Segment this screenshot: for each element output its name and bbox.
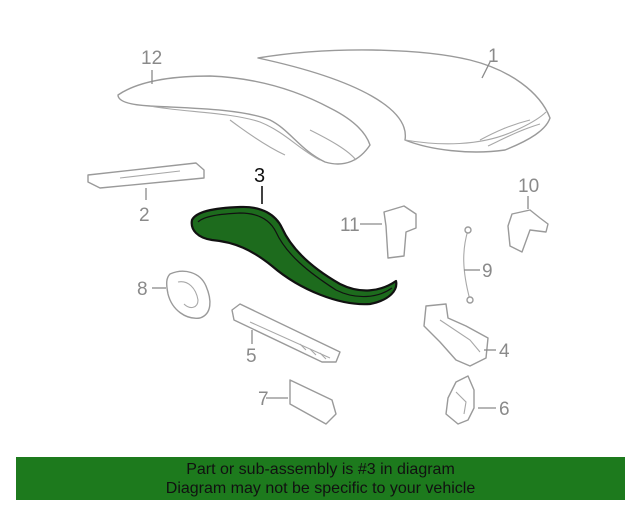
callout-4: 4 — [499, 341, 510, 362]
part-8-handle[interactable] — [165, 270, 211, 319]
part-2-bracket[interactable] — [87, 162, 205, 189]
callout-10: 10 — [518, 176, 539, 197]
callout-5: 5 — [246, 346, 257, 367]
callout-6: 6 — [499, 399, 510, 420]
part-9-cable[interactable] — [463, 226, 474, 304]
callout-2: 2 — [139, 205, 150, 226]
callout-8: 8 — [137, 279, 148, 300]
part-1-trunk-lid[interactable] — [257, 49, 551, 153]
callout-7: 7 — [258, 389, 269, 410]
part-5-trim-panel[interactable] — [231, 303, 341, 363]
banner-line-1: Part or sub-assembly is #3 in diagram — [186, 460, 455, 478]
part-4-latch[interactable] — [423, 303, 489, 367]
callout-9: 9 — [482, 261, 493, 282]
part-11-bracket[interactable] — [383, 205, 417, 259]
part-3-weatherstrip[interactable] — [190, 205, 398, 306]
callout-3: 3 — [254, 165, 265, 187]
parts-diagram: 1 12 2 3 10 11 9 8 — [87, 46, 551, 425]
part-7-pad[interactable] — [289, 379, 337, 425]
part-10-bracket[interactable] — [507, 209, 549, 253]
callout-12: 12 — [141, 48, 162, 69]
part-12-lid-inner-panel[interactable] — [117, 75, 371, 165]
banner-line-2: Diagram may not be specific to your vehi… — [165, 479, 476, 497]
part-6-striker[interactable] — [445, 375, 475, 425]
callout-1: 1 — [488, 46, 499, 67]
part-info-banner: Part or sub-assembly is #3 in diagram Di… — [16, 457, 625, 500]
callout-11: 11 — [340, 215, 360, 236]
